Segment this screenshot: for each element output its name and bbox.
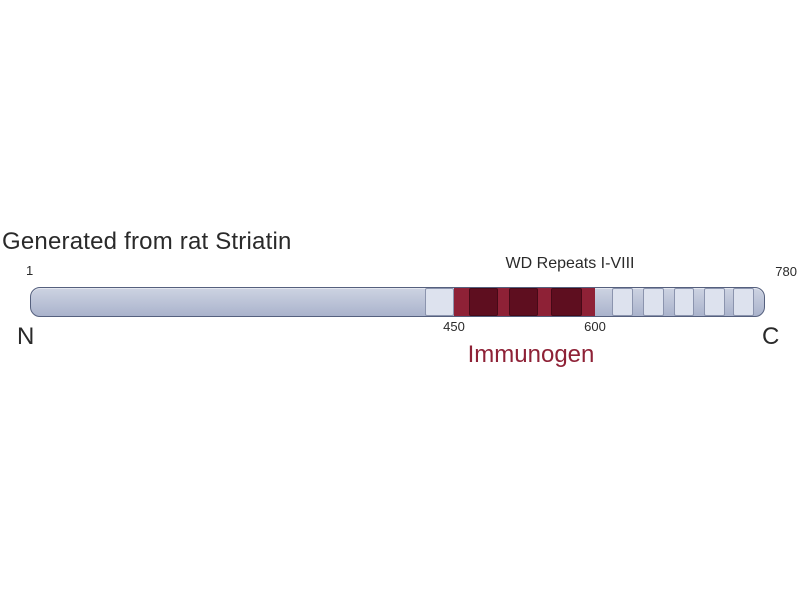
immunogen-start-label: 450: [443, 319, 465, 334]
n-terminus-label: N: [17, 323, 35, 350]
wd-repeat-box: [732, 288, 754, 316]
immunogen-end-label: 600: [584, 319, 606, 334]
start-position-label: 1: [26, 263, 34, 278]
wd-repeat-box: [509, 288, 539, 316]
protein-bar: [30, 287, 765, 317]
diagram-title: Generated from rat Striatin: [2, 228, 292, 255]
wd-repeat-box: [424, 288, 454, 316]
end-position-label: 780: [775, 264, 797, 279]
wd-repeat-box: [673, 288, 695, 316]
wd-repeat-box: [550, 288, 582, 316]
c-terminus-label: C: [762, 323, 780, 350]
wd-repeat-box: [642, 288, 665, 316]
wd-repeat-box: [703, 288, 725, 316]
wd-repeats-label: WD Repeats I-VIII: [505, 255, 635, 272]
wd-repeat-box: [611, 288, 634, 316]
immunogen-label: Immunogen: [467, 341, 595, 368]
wd-repeat-box: [468, 288, 499, 316]
